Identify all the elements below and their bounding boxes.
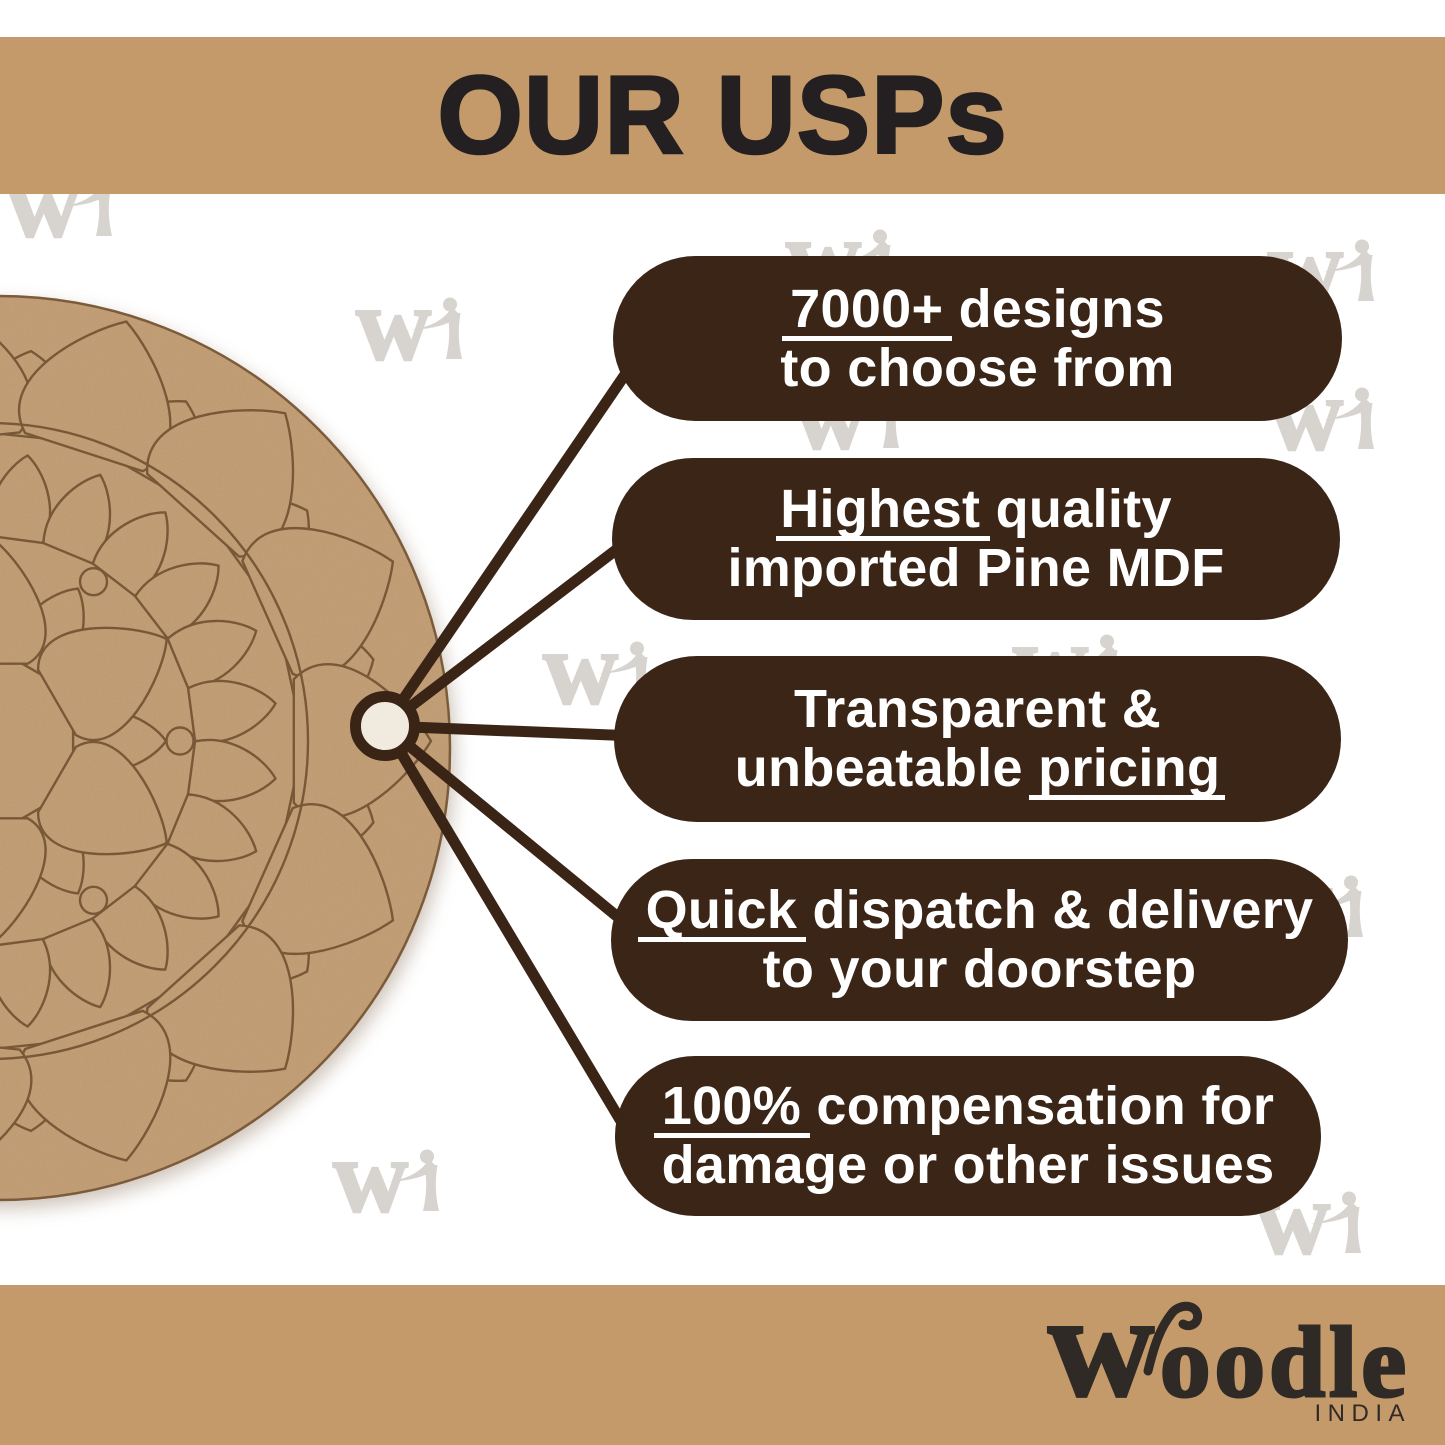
svg-text:INDIA: INDIA xyxy=(1314,1400,1411,1427)
svg-text:oodle: oodle xyxy=(1160,1306,1410,1418)
svg-text:w: w xyxy=(1048,1285,1154,1427)
